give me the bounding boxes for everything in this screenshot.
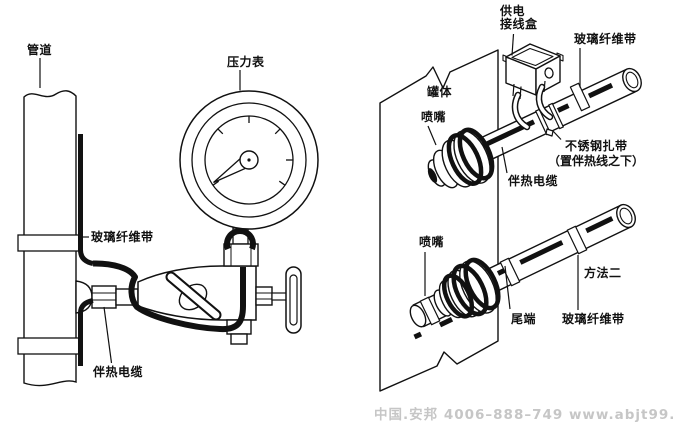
leader-cable-left <box>103 306 113 364</box>
bottom-pipe-assembly <box>409 203 636 340</box>
gauge-stem-cable-loop <box>224 228 256 251</box>
valve-stem-and-handle <box>255 266 302 334</box>
watermark: 中国.安邦 4006–888–749 www.abjt99.com <box>374 407 676 423</box>
junction-box-label-line1: 供电 <box>500 4 526 18</box>
method-two-label: 方法二 <box>584 266 622 280</box>
leader-junction-box <box>511 33 515 56</box>
gauge-label: 压力表 <box>227 55 265 69</box>
valve-heat-cable-wrap <box>92 260 246 333</box>
pressure-gauge <box>179 90 319 251</box>
tank-label: 罐体 <box>427 85 453 99</box>
steel-tie-label: 不锈钢扎带 <box>565 139 628 153</box>
bottom-tape-bands <box>419 225 588 326</box>
tank-panel <box>379 49 499 392</box>
junction-box-clamps <box>511 83 554 131</box>
leader-lines <box>39 33 581 364</box>
tail-end-label: 尾端 <box>511 312 537 326</box>
heat-cable-left-label: 伴热电缆 <box>93 365 144 379</box>
junction-box-hole <box>544 67 554 79</box>
top-fiberglass-tape-band <box>569 82 591 112</box>
bottom-cable-spiral-wrap <box>441 257 501 319</box>
valve-lever <box>165 271 222 321</box>
pipe-label: 管道 <box>27 43 53 57</box>
leader-cable-right <box>501 146 508 174</box>
fiberglass-tape-bottom-label: 玻璃纤维带 <box>562 312 625 326</box>
branch-fitting <box>75 280 139 314</box>
junction-box-label: 供电 接线盒 <box>500 5 538 31</box>
pipe-tape-bands <box>17 234 82 355</box>
top-pipe-open-end <box>622 67 642 93</box>
fiberglass-tape-left-label: 玻璃纤维带 <box>91 230 154 244</box>
leader-tail-end <box>504 265 511 310</box>
pipe-heat-cable <box>78 134 94 366</box>
top-pipe-assembly <box>427 43 642 189</box>
bottom-pipe-tip-cap <box>409 304 427 328</box>
top-cable-end-blob <box>427 168 438 183</box>
top-cable-wrap <box>446 127 495 186</box>
leader-steel-tie <box>552 130 562 140</box>
heat-cable-right-label: 伴热电缆 <box>508 174 559 188</box>
main-pipe <box>17 90 139 387</box>
stainless-ties <box>535 102 564 137</box>
leader-nozzle-top <box>427 125 437 146</box>
steel-tie-note: （置伴热线之下） <box>548 154 645 168</box>
junction-box-label-line2: 接线盒 <box>500 17 538 31</box>
t-handle <box>285 266 302 334</box>
gauge-ticks <box>212 116 293 186</box>
valve <box>92 227 302 345</box>
nozzle-bottom-label: 喷嘴 <box>419 235 445 249</box>
nozzle-top-label: 喷嘴 <box>421 110 447 124</box>
fiberglass-tape-top-label: 玻璃纤维带 <box>574 32 637 46</box>
bottom-pipe-open-end <box>616 203 636 229</box>
